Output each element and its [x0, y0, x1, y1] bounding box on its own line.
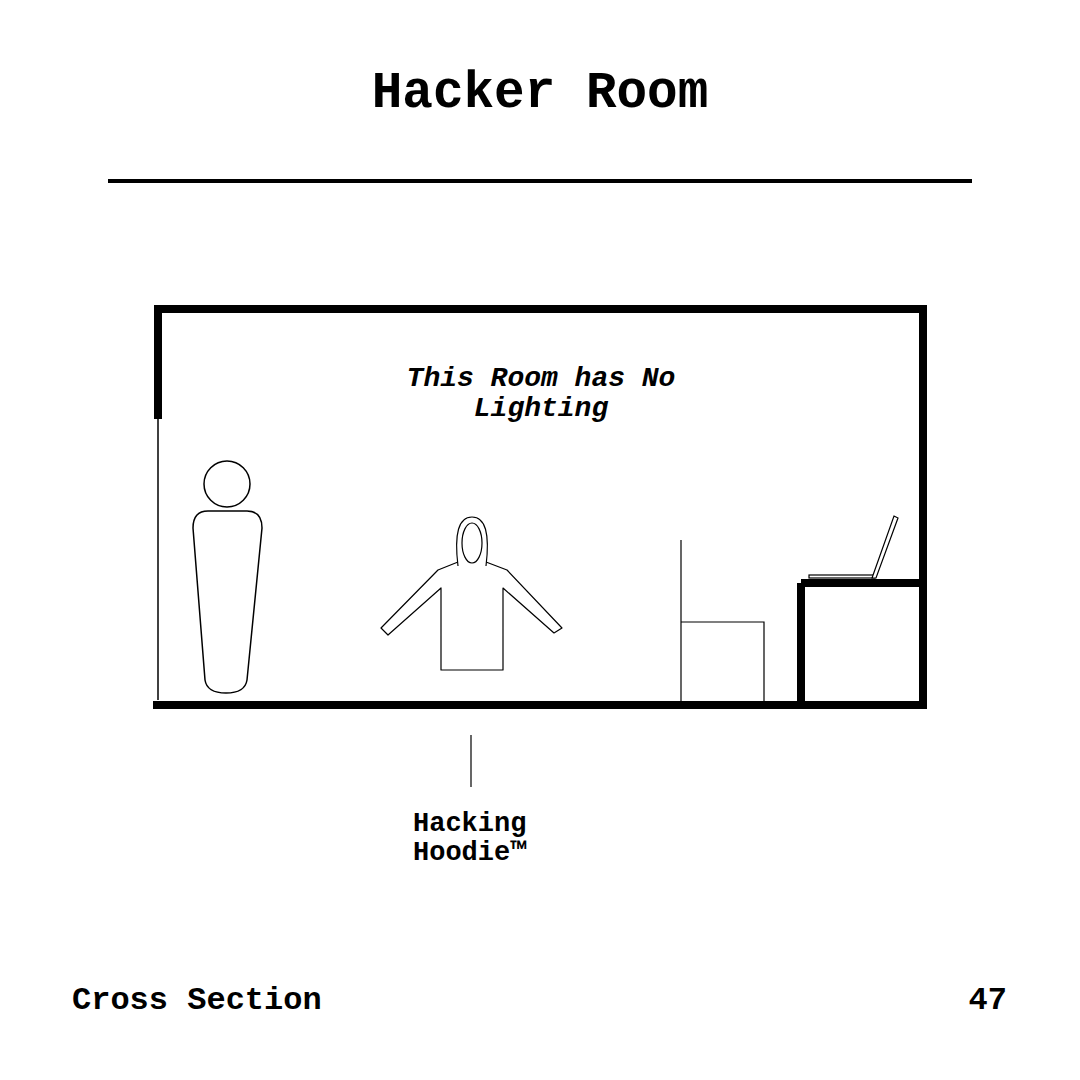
door-line	[157, 415, 159, 700]
person-figure	[193, 461, 262, 693]
part-label: Hacking Hoodie™	[413, 810, 553, 868]
laptop	[809, 516, 898, 578]
page-number: 47	[807, 985, 1007, 1017]
chair	[681, 540, 764, 701]
desk	[801, 583, 923, 705]
room-note: This Room has No Lighting	[406, 364, 676, 424]
hoodie-figure	[381, 517, 562, 670]
room-outline: This Room has No Lighting	[155, 305, 927, 707]
title: Hacker Room	[0, 68, 1080, 119]
leader-line	[470, 735, 471, 787]
room-walls	[157, 309, 923, 705]
title-rule	[108, 179, 972, 183]
view-label: Cross Section	[72, 985, 472, 1017]
